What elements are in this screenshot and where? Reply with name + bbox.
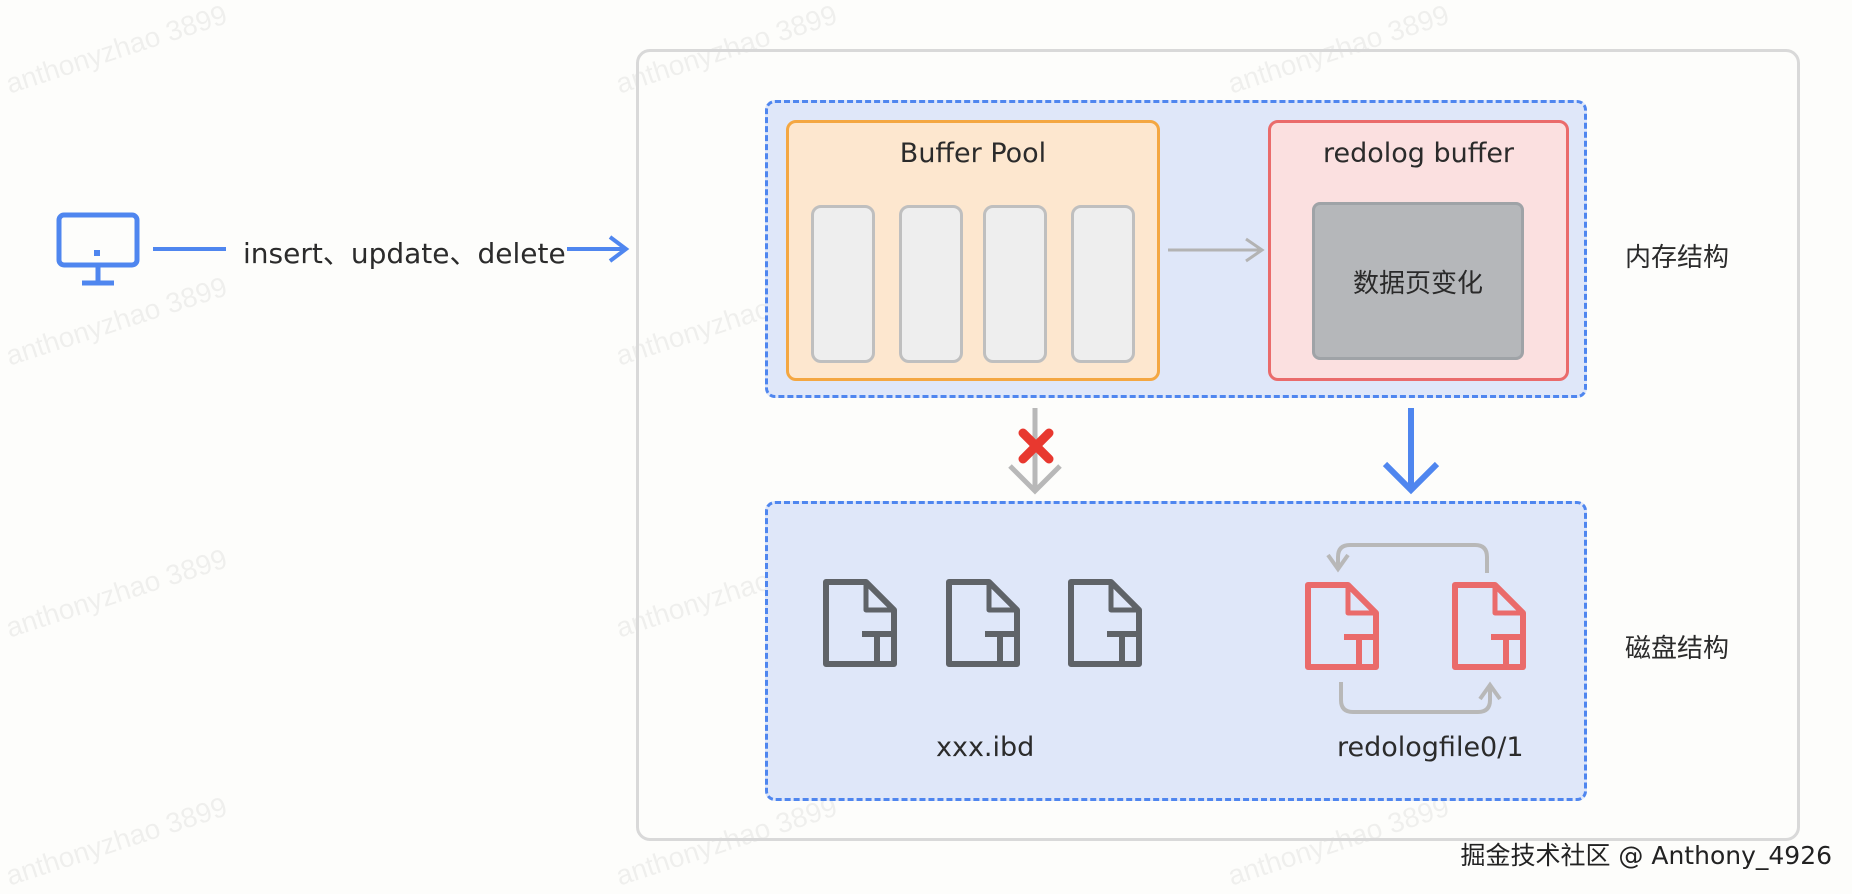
text-file-icon [1068,579,1142,667]
buffer-pool-title: Buffer Pool [899,138,1047,169]
memory-region-label: 内存结构 [1625,243,1730,273]
text-file-icon [823,579,897,667]
client-connector [153,235,630,263]
page-changes-label: 数据页变化 [1352,268,1483,299]
buffer-page [899,205,963,363]
disk-region [765,501,1587,801]
page-changes-block: 数据页变化 [1312,202,1524,360]
operations-label: insert、update、delete [243,237,566,270]
buffer-page [1071,205,1135,363]
redolog-buffer-title: redolog buffer [1322,138,1515,169]
redolog-cycle-arrow-bottom [1339,681,1502,714]
monitor-icon [56,212,140,286]
redolog-file-label: redologfile0/1 [1337,732,1524,763]
text-file-icon [1452,582,1526,670]
red-cross-icon [1018,428,1054,464]
storage-engine-container [636,49,1800,841]
credit-text: 掘金技术社区 @ Anthony_4926 [1460,841,1832,870]
redolog-cycle-arrow-top [1326,543,1489,573]
buffer-page [983,205,1047,363]
buffer-to-redolog-arrow [1168,237,1265,263]
redolog-flush-arrow [1382,408,1440,495]
buffer-page [811,205,875,363]
disk-region-label: 磁盘结构 [1625,634,1730,664]
data-file-label: xxx.ibd [936,732,1035,763]
text-file-icon [946,579,1020,667]
text-file-icon [1305,582,1379,670]
